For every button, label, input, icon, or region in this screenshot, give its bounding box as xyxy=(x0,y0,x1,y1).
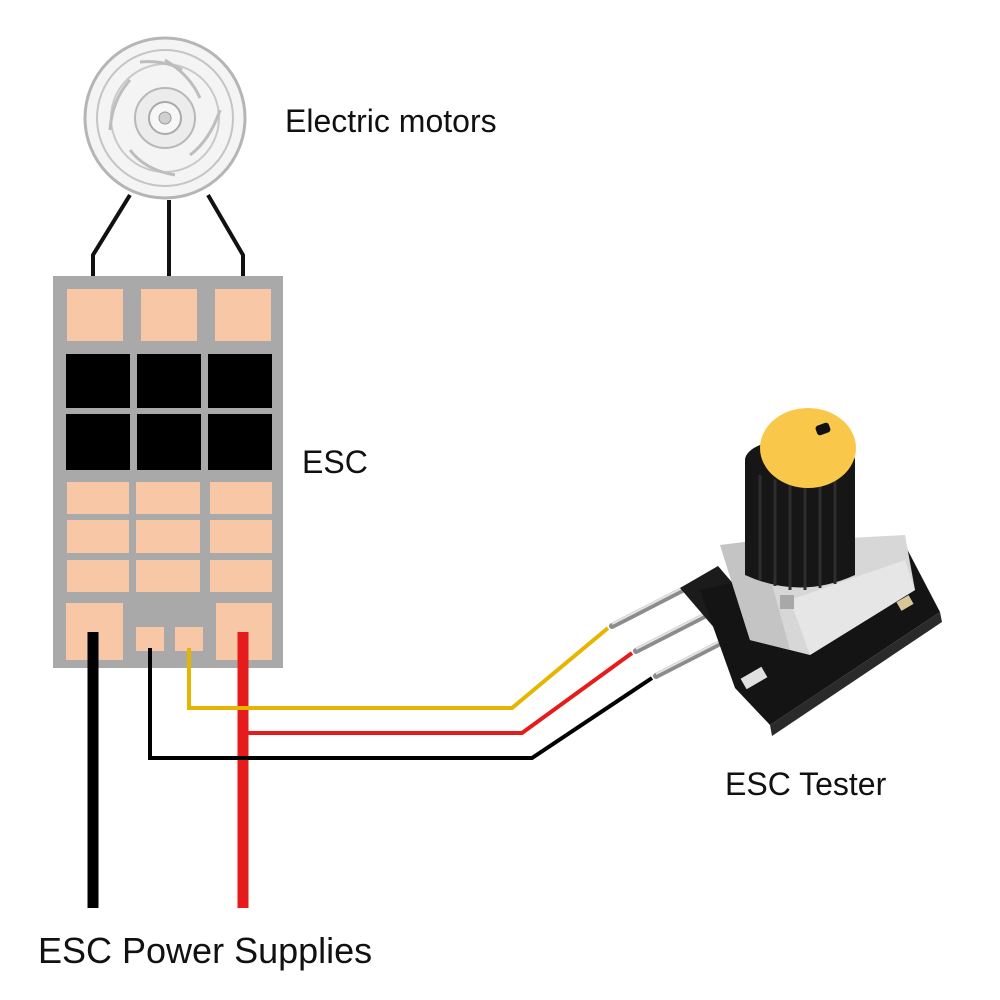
signal-pad-ground xyxy=(136,627,164,651)
label-electric-motors: Electric motors xyxy=(285,103,497,139)
electric-motor-icon xyxy=(83,36,247,200)
mosfet xyxy=(66,354,130,408)
mosfet xyxy=(208,414,272,470)
esc-tester-icon xyxy=(609,408,942,736)
motor-pad-b xyxy=(141,289,197,341)
motor-pad-c xyxy=(215,289,271,341)
signal-wire-yellow xyxy=(187,626,610,710)
label-esc-tester: ESC Tester xyxy=(725,766,887,802)
mosfet xyxy=(137,414,201,470)
esc-board xyxy=(53,276,283,668)
signal-pad-signal xyxy=(175,627,203,651)
mosfet xyxy=(137,354,201,408)
motor-pad-a xyxy=(67,289,123,341)
label-esc-power-supplies: ESC Power Supplies xyxy=(38,930,373,971)
label-esc: ESC xyxy=(302,444,368,480)
signal-wire-red xyxy=(243,651,634,735)
mosfet xyxy=(66,414,130,470)
mosfet xyxy=(208,354,272,408)
signal-wire-black xyxy=(148,648,654,760)
